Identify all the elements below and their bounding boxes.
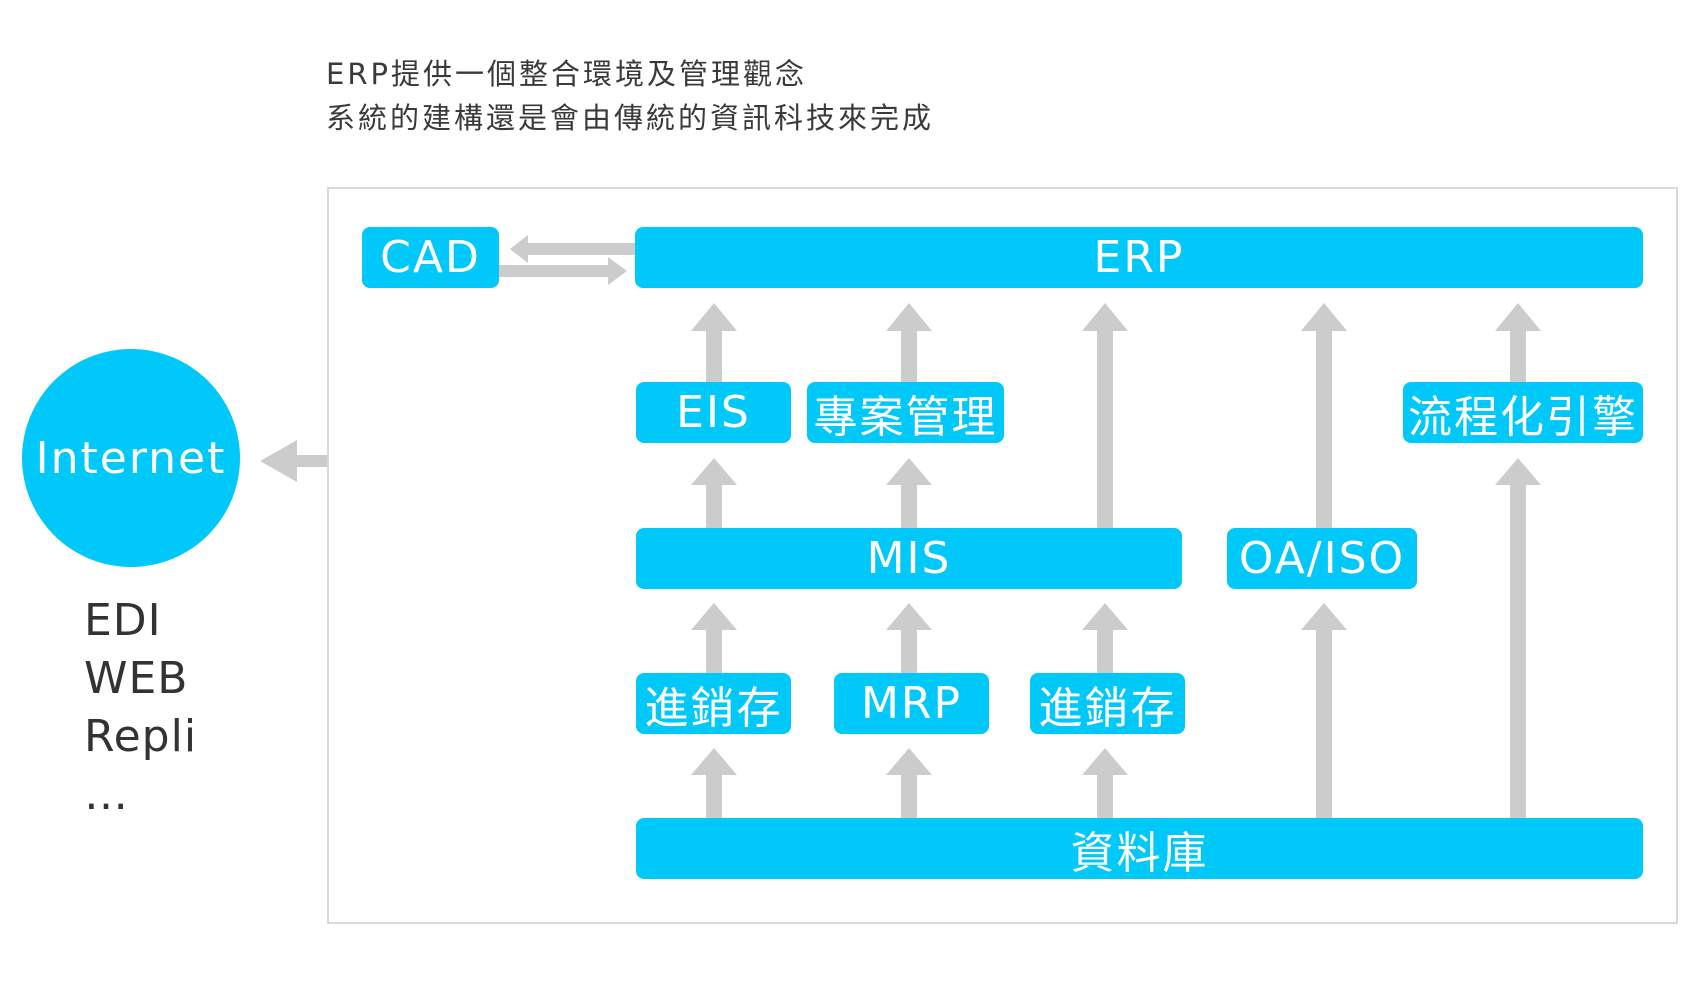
arrow-to-internet [260,440,327,482]
project-management-box: 專案管理 [807,382,1004,443]
caption-line-2: 系統的建構還是會由傳統的資訊科技來完成 [326,101,935,135]
protocol-list: EDI WEB Repli … [84,592,197,824]
cad-box: CAD [362,227,499,288]
arrow-mis-to-eis [691,458,737,528]
arrow-inventory-2-to-mis [1082,603,1128,673]
inventory-label-1: 進銷存 [644,682,783,734]
internet-node: Internet [22,349,240,567]
erp-box: ERP [635,227,1643,288]
protocol-edi: EDI [84,595,162,646]
arrow-cad-to-erp [499,257,627,285]
workflow-engine-label: 流程化引擎 [1408,391,1638,443]
database-label: 資料庫 [1070,827,1209,879]
arrow-mrp-to-mis [886,603,932,673]
arrow-db-to-inventory-1 [691,748,737,818]
mis-box: MIS [636,528,1182,589]
cad-label: CAD [380,232,481,283]
project-management-label: 專案管理 [813,391,998,443]
arrow-workflow-to-erp [1495,303,1541,382]
arrow-db-to-oa-iso [1301,603,1347,818]
database-box: 資料庫 [636,818,1643,879]
protocol-more: … [84,769,129,820]
arrow-db-to-mrp [886,748,932,818]
workflow-engine-box: 流程化引擎 [1403,382,1643,443]
system-frame [327,187,1678,924]
internet-label: Internet [35,432,227,484]
oa-iso-box: OA/ISO [1227,528,1417,589]
inventory-label-2: 進銷存 [1038,682,1177,734]
arrow-mis-to-project [886,458,932,528]
arrow-inventory-1-to-mis [691,603,737,673]
caption: ERP提供一個整合環境及管理觀念 系統的建構還是會由傳統的資訊科技來完成 [326,52,934,140]
arrow-eis-to-erp [691,303,737,382]
mrp-box: MRP [834,673,989,734]
oa-iso-label: OA/ISO [1238,533,1406,584]
arrow-db-to-workflow [1495,458,1541,818]
arrow-erp-to-cad [510,235,635,263]
eis-box: EIS [636,382,791,443]
arrow-project-to-erp [886,303,932,382]
eis-label: EIS [676,387,751,438]
mis-label: MIS [866,533,952,584]
protocol-repli: Repli [84,711,198,762]
arrow-db-to-inventory-2 [1082,748,1128,818]
inventory-box-2: 進銷存 [1030,673,1185,734]
inventory-box-1: 進銷存 [636,673,791,734]
mrp-label: MRP [860,678,963,729]
erp-label: ERP [1093,232,1185,283]
caption-line-1: ERP提供一個整合環境及管理觀念 [326,57,807,91]
protocol-web: WEB [84,653,189,704]
arrow-oa-iso-to-erp [1301,303,1347,528]
arrow-mis-to-erp [1082,303,1128,528]
